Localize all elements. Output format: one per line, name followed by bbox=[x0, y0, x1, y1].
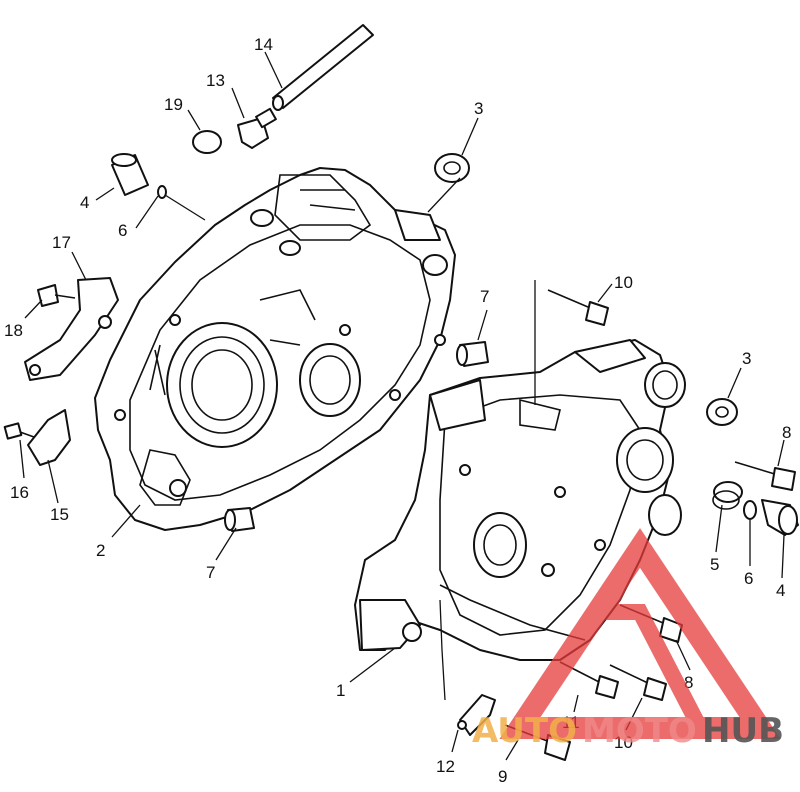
bolt-10-lower bbox=[609, 664, 667, 701]
watermark-hub: HUB bbox=[702, 711, 784, 751]
left-crankcase-half bbox=[94, 167, 456, 531]
oil-seal-3-upper bbox=[434, 153, 470, 183]
cap-19 bbox=[192, 130, 222, 154]
bolt-18 bbox=[37, 284, 76, 307]
callout-13: 13 bbox=[206, 71, 225, 90]
callout-4-left: 4 bbox=[80, 193, 89, 212]
callout-6-left: 6 bbox=[118, 221, 127, 240]
pipe-part-14 bbox=[272, 24, 374, 111]
callout-14: 14 bbox=[254, 35, 273, 54]
callout-3-right: 3 bbox=[742, 349, 751, 368]
bushing-4-left bbox=[111, 153, 149, 196]
callout-12: 12 bbox=[436, 757, 455, 776]
o-ring-6-left bbox=[157, 185, 167, 199]
callout-19: 19 bbox=[164, 95, 183, 114]
dowel-7-lower-left bbox=[224, 507, 255, 532]
watermark-auto: AUTO bbox=[472, 711, 577, 751]
bolt-8-right bbox=[734, 461, 796, 491]
watermark-moto: MOTO bbox=[582, 711, 697, 751]
callout-17: 17 bbox=[52, 233, 71, 252]
callout-2: 2 bbox=[96, 541, 105, 560]
screw-16 bbox=[3, 422, 35, 440]
dowel-7-upper bbox=[456, 341, 489, 367]
callout-4-right: 4 bbox=[776, 581, 785, 600]
elbow-fitting-13 bbox=[237, 107, 277, 149]
callout-3-upper: 3 bbox=[474, 99, 483, 118]
callout-7-upper: 7 bbox=[480, 287, 489, 306]
callout-15: 15 bbox=[50, 505, 69, 524]
callout-18: 18 bbox=[4, 321, 23, 340]
callout-8-lower: 8 bbox=[684, 673, 693, 692]
callout-16: 16 bbox=[10, 483, 29, 502]
bolt-10-upper bbox=[547, 289, 609, 326]
bushing-4-right bbox=[761, 499, 799, 536]
warning-triangle-logo bbox=[499, 528, 781, 739]
right-crankcase-half bbox=[354, 339, 686, 661]
callout-8-right: 8 bbox=[782, 423, 791, 442]
callout-10-upper: 10 bbox=[614, 273, 633, 292]
bracket-17 bbox=[24, 277, 119, 381]
automotohub-watermark: AUTO MOTO HUB bbox=[472, 528, 784, 751]
leader-lines bbox=[19, 51, 785, 761]
oil-seal-3-right bbox=[706, 398, 738, 426]
callout-5: 5 bbox=[710, 555, 719, 574]
callout-9: 9 bbox=[498, 767, 507, 786]
callout-6-right: 6 bbox=[744, 569, 753, 588]
plate-15 bbox=[27, 409, 71, 466]
callout-1: 1 bbox=[336, 681, 345, 700]
o-ring-6-right bbox=[743, 500, 757, 520]
callout-7-lower: 7 bbox=[206, 563, 215, 582]
clip-12 bbox=[457, 694, 496, 736]
spring-5 bbox=[712, 481, 743, 510]
